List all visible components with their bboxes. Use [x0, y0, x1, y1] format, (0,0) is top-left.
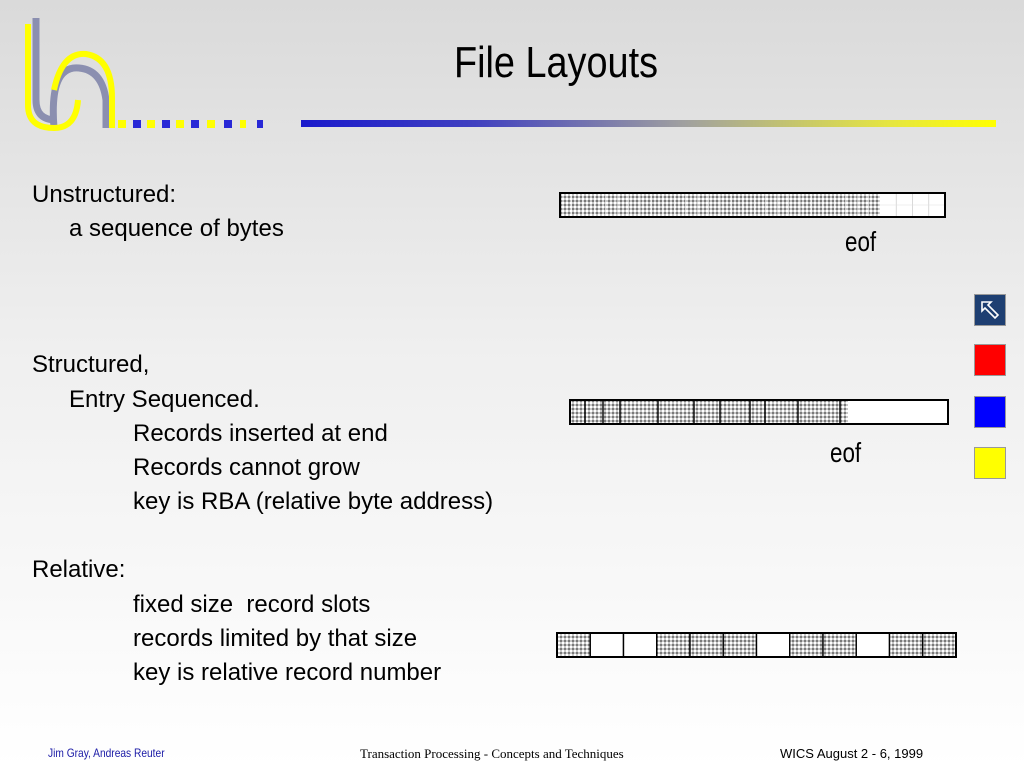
- structured-line: key is RBA (relative byte address): [133, 488, 494, 515]
- logo-dots: [118, 120, 263, 128]
- structured-line: Records cannot grow: [133, 454, 360, 481]
- slot-filled: [689, 632, 724, 658]
- structured-heading: Structured,: [32, 351, 150, 378]
- relative-line: fixed size record slots: [133, 591, 371, 618]
- relative-heading: Relative:: [32, 556, 126, 583]
- slot-filled: [556, 632, 591, 658]
- slot-filled: [888, 632, 924, 658]
- unstructured-heading: Unstructured:: [32, 181, 177, 208]
- nav-blue-button[interactable]: [974, 396, 1006, 428]
- relative-line: records limited by that size: [133, 625, 418, 652]
- nav-yellow-button[interactable]: [974, 447, 1006, 479]
- slot-empty: [755, 632, 791, 658]
- structured-line: Records inserted at end: [133, 420, 388, 447]
- free-area: [848, 400, 948, 424]
- slot-filled: [722, 632, 758, 658]
- entry-seq-outline: [569, 399, 949, 425]
- eof-label-unstructured: eof: [845, 226, 877, 257]
- logo: [25, 18, 263, 132]
- byte-stream-outline: [559, 192, 946, 218]
- records-area: [570, 400, 848, 424]
- unstructured-line: a sequence of bytes: [69, 215, 284, 242]
- footer-course: Transaction Processing - Concepts and Te…: [360, 746, 624, 761]
- header-gradient-line: [301, 120, 996, 127]
- structured-sub: Entry Sequenced.: [69, 386, 260, 413]
- nav-return-button[interactable]: [974, 294, 1006, 326]
- slot-filled: [656, 632, 691, 658]
- slot-filled: [822, 632, 857, 658]
- footer-authors: Jim Gray, Andreas Reuter: [48, 746, 165, 760]
- slot-filled: [922, 632, 957, 658]
- slot-empty: [855, 632, 891, 658]
- arrow-up-left-icon: [981, 301, 1000, 320]
- relative-line: key is relative record number: [133, 659, 442, 686]
- page-title: File Layouts: [453, 38, 659, 87]
- slot-empty: [589, 632, 625, 658]
- nav-red-button[interactable]: [974, 344, 1006, 376]
- slot-empty: [622, 632, 658, 658]
- footer-date: WICS August 2 - 6, 1999: [780, 746, 924, 761]
- relative-outline: [556, 632, 957, 658]
- eof-label-structured: eof: [830, 437, 862, 468]
- slot-filled: [789, 632, 824, 658]
